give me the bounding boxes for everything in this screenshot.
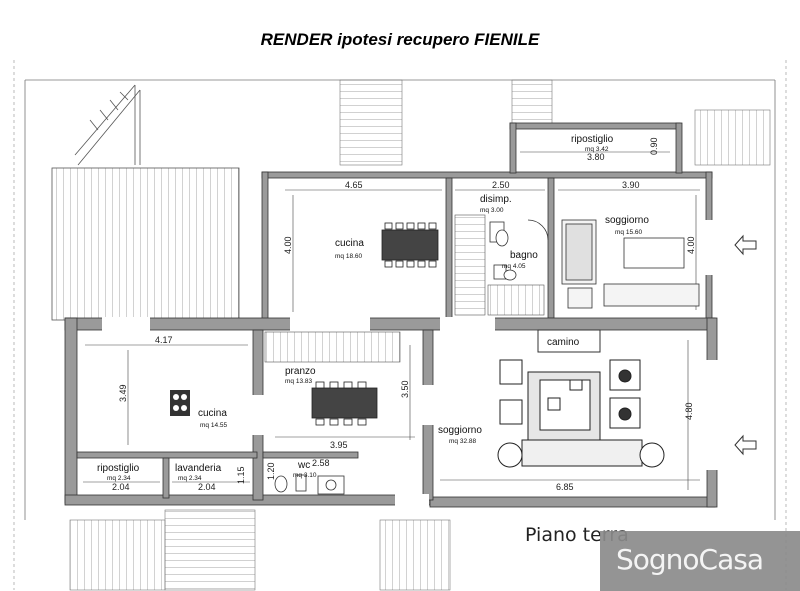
dim-250: 2.50: [492, 180, 510, 190]
dim-480: 4.80: [684, 402, 694, 420]
room-cucina-top-name: cucina: [335, 238, 364, 249]
dining-table-top: [381, 222, 439, 268]
room-disimp-area: mq 3.00: [480, 207, 504, 214]
stairs-top-center: [339, 79, 403, 166]
stairs-bottom-mid: [164, 509, 256, 591]
room-pranzo-name: pranzo: [285, 366, 316, 377]
room-ripostiglio-top-name: ripostiglio: [571, 134, 614, 145]
stairs-pranzo: [264, 331, 401, 363]
room-wc-name: wc: [297, 460, 310, 471]
room-bagno-area: mq 4.05: [502, 263, 526, 270]
dim-090: 0.90: [649, 137, 659, 155]
room-wc-area: mq 3.10: [293, 472, 317, 479]
room-camino-name: camino: [547, 337, 580, 348]
room-ripostiglio-bottom-name: ripostiglio: [97, 463, 140, 474]
room-ripostiglio-top-area: mq 3.42: [585, 146, 609, 153]
dim-395: 3.95: [330, 440, 348, 450]
stairs-bottom-right: [379, 519, 451, 591]
room-soggiorno-top-name: soggiorno: [605, 215, 649, 226]
internal-stairs: [454, 214, 486, 316]
entrance-arrow-top: [734, 234, 757, 256]
roof-lines: [74, 84, 141, 166]
watermark-logo: SognoCasa: [600, 531, 800, 591]
room-pranzo-area: mq 13.83: [285, 378, 312, 385]
dim-400-left: 4.00: [283, 236, 293, 254]
room-bagno-name: bagno: [510, 250, 538, 261]
living-furniture-top: [561, 219, 700, 309]
cooktop: [170, 390, 190, 416]
dimension-lines: [83, 151, 700, 490]
room-cucina-left-area: mq 14.55: [200, 422, 227, 429]
dim-400-right: 4.00: [686, 236, 696, 254]
room-cucina-top-area: mq 18.60: [335, 253, 362, 260]
dim-465: 4.65: [345, 180, 363, 190]
external-stairs-left: [51, 167, 240, 321]
watermark-text: SognoCasa: [616, 543, 764, 576]
room-cucina-left-name: cucina: [198, 408, 227, 419]
dim-350: 3.50: [400, 380, 410, 398]
plan-title: RENDER ipotesi recupero FIENILE: [260, 30, 540, 49]
dim-685: 6.85: [556, 482, 574, 492]
dim-204-a: 2.04: [112, 482, 130, 492]
bathroom-fixtures: [489, 219, 549, 281]
stairs-top-mid: [511, 79, 553, 126]
dim-380: 3.80: [587, 152, 605, 162]
dining-table-pranzo: [311, 381, 378, 426]
dim-417: 4.17: [155, 335, 173, 345]
dim-258: 2.58: [312, 458, 330, 468]
door-openings: [102, 220, 718, 506]
dim-390: 3.90: [622, 180, 640, 190]
room-disimp-name: disimp.: [480, 194, 512, 205]
room-soggiorno-bottom-area: mq 32.88: [449, 438, 476, 445]
room-lavanderia-name: lavanderia: [175, 463, 222, 474]
room-ripostiglio-bottom-area: mq 2.34: [107, 475, 131, 482]
stairs-bagno: [487, 284, 545, 316]
dim-349: 3.49: [118, 384, 128, 402]
stairs-bottom-left: [69, 519, 166, 591]
dim-115: 1.15: [236, 466, 246, 484]
stairs-top-right: [694, 109, 771, 166]
camino-box: [537, 329, 601, 353]
dim-120: 1.20: [266, 462, 276, 480]
living-furniture-bottom: [497, 359, 665, 468]
dim-204-b: 2.04: [198, 482, 216, 492]
room-lavanderia-area: mq 2.34: [178, 475, 202, 482]
room-soggiorno-bottom-name: soggiorno: [438, 425, 482, 436]
room-soggiorno-top-area: mq 15.60: [615, 229, 642, 236]
entrance-arrow-bottom: [734, 434, 757, 456]
wc-fixtures: [274, 474, 345, 495]
